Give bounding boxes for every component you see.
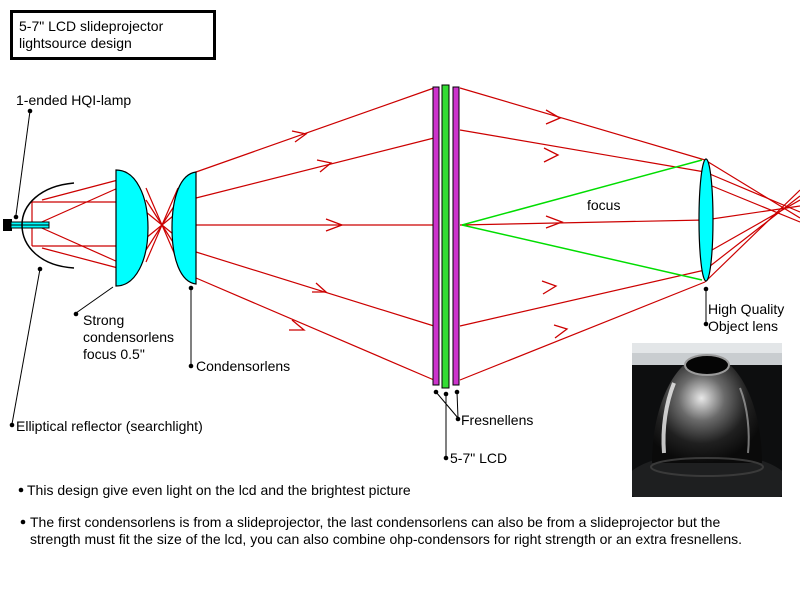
object-lens — [698, 158, 714, 282]
lamp-base — [3, 219, 12, 231]
ray — [34, 224, 119, 263]
arrowhead — [291, 130, 308, 143]
label-fresnel: Fresnellens — [461, 412, 534, 428]
arrowhead — [541, 280, 558, 295]
label-reflector: Elliptical reflector (searchlight) — [16, 418, 203, 434]
ray — [195, 87, 435, 173]
ray — [704, 171, 800, 213]
title-box: 5-7" LCD slideprojector lightsource desi… — [10, 10, 216, 60]
label-objective-line1: High Quality — [708, 301, 785, 317]
label-objective-line2: Object lens — [708, 318, 779, 334]
ray — [459, 281, 706, 381]
ray — [459, 129, 706, 173]
fresnel-plate — [432, 86, 440, 386]
arrowhead — [545, 109, 562, 125]
focus-rays — [461, 159, 703, 281]
ray — [459, 219, 706, 226]
output-rays — [459, 87, 800, 381]
reflector-photo — [632, 343, 782, 497]
hqi-lamp — [3, 219, 50, 231]
strong-condensor-lens — [115, 169, 149, 287]
ray — [41, 179, 119, 201]
ray-arrows — [289, 109, 569, 339]
label-condensor1-line3: focus 0.5" — [83, 346, 145, 362]
fresnel-lcd-stack — [432, 84, 460, 389]
label-condensor2: Condensorlens — [196, 358, 291, 374]
ray — [195, 277, 435, 381]
label-lcd: 5-7" LCD — [450, 450, 508, 466]
ray — [704, 189, 800, 283]
arrowhead — [316, 159, 333, 173]
lcd-plate — [441, 84, 450, 389]
arrowhead — [545, 215, 564, 229]
title-line: 5-7" LCD slideprojector — [19, 18, 164, 34]
ray — [704, 195, 800, 271]
focus-ray — [461, 224, 703, 281]
arrowhead — [289, 319, 306, 331]
ray — [711, 199, 800, 251]
ray — [459, 87, 706, 161]
ray — [41, 247, 119, 269]
arrowhead — [543, 147, 560, 163]
focus-ray — [461, 159, 703, 226]
ray — [195, 137, 435, 199]
note-even-light: This design give even light on the lcd a… — [27, 482, 411, 498]
label-condensor1-line1: Strong — [83, 312, 125, 328]
reflector-rays — [31, 179, 119, 269]
title-line: lightsource design — [19, 35, 132, 51]
arrowhead — [325, 218, 344, 232]
condensor-lens — [171, 171, 197, 285]
label-focus: focus — [587, 197, 621, 213]
fresnel-plate — [452, 86, 460, 386]
label-lamp: 1-ended HQI-lamp — [16, 92, 132, 108]
note-condensor-details: The first condensorlens is from a slidep… — [30, 514, 743, 547]
arrowhead — [312, 282, 328, 293]
arrowhead — [553, 324, 569, 339]
ray — [711, 185, 800, 223]
label-condensor1-line2: condensorlens — [83, 329, 175, 345]
ray — [195, 251, 435, 327]
condensor-ray-fan — [195, 87, 435, 381]
label-leaders — [9, 108, 709, 525]
ray — [459, 269, 706, 327]
elliptical-reflector — [21, 182, 75, 269]
ray — [34, 187, 119, 226]
